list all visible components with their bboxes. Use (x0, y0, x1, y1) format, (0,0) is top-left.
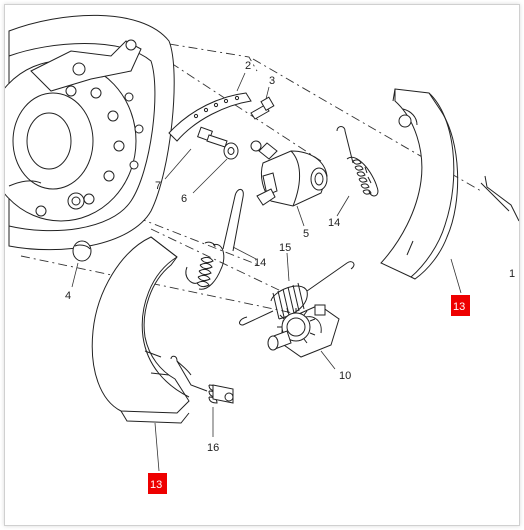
label-part-15: 15 (279, 242, 291, 254)
part-14-middle-spring (185, 188, 257, 290)
label-part-3: 3 (269, 75, 275, 87)
backing-plate (5, 14, 175, 251)
label-part-5: 5 (303, 228, 309, 240)
part-10-adjuster (267, 304, 340, 370)
part-6-washer (192, 142, 239, 194)
part-14-upper-spring (336, 126, 379, 217)
part-4-plug (71, 240, 92, 288)
part-15-long-spring (239, 252, 355, 326)
highlight-box-13-upper (451, 295, 470, 316)
part-2-adjuster-plate (168, 72, 252, 142)
label-part-14-upper: 14 (328, 217, 340, 229)
label-part-2: 2 (245, 60, 251, 72)
label-part-13-upper: 13 (453, 301, 465, 313)
label-part-6: 6 (181, 193, 187, 205)
label-part-4: 4 (65, 290, 71, 302)
callout-labels: 2 3 4 5 6 7 10 14 14 15 16 1 13 13 (65, 60, 515, 494)
label-part-14-middle: 14 (254, 257, 266, 269)
label-part-1: 1 (509, 268, 515, 280)
highlight-box-13-lower (148, 473, 167, 494)
diagram-frame: .ln { stroke: #222; stroke-width: 1; fil… (4, 4, 520, 526)
part-3-bolt (250, 86, 275, 120)
part-7-stud (164, 126, 228, 180)
exploded-parts-diagram: .ln { stroke: #222; stroke-width: 1; fil… (5, 14, 519, 494)
label-part-13-lower: 13 (150, 479, 162, 491)
label-part-10: 10 (339, 370, 351, 382)
part-5-wheel-cylinder (250, 140, 328, 227)
part-13-lower-brake-shoe (91, 236, 192, 472)
label-part-7: 7 (155, 180, 161, 192)
label-part-16: 16 (207, 442, 219, 454)
part-13-upper-brake-shoe (380, 88, 519, 294)
